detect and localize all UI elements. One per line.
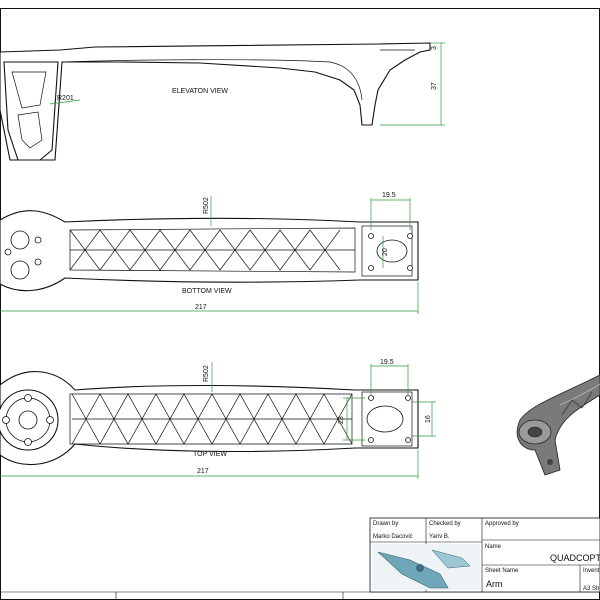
bottom-view-label: BOTTOM VIEW: [182, 288, 232, 295]
top-tab-hole: [366, 405, 404, 433]
top-tab: [361, 391, 413, 447]
top-tab-width: 19.5: [380, 359, 394, 366]
title-block: Drawn by Marko Dacović Checked by Yariv …: [369, 517, 600, 593]
top-mount-hole: [405, 437, 411, 443]
top-view: R502 19.5 23 16 217 TOP VIEW: [0, 359, 436, 479]
elevation-leg-cutout: [17, 111, 43, 149]
top-view-label: TOP VIEW: [193, 451, 227, 458]
top-hub-hole: [24, 438, 32, 446]
bottom-length: 217: [195, 304, 207, 311]
bottom-hub-hole: [10, 260, 30, 280]
top-length: 217: [197, 468, 209, 475]
elevation-view: R201 37 3 ELEVATON VIEW: [0, 42, 445, 161]
top-mount-hole: [368, 437, 374, 443]
top-end-height: 16: [425, 415, 432, 423]
approved-by-label: Approved by: [485, 521, 519, 527]
iso-arm-body: [516, 374, 600, 476]
elevation-radius: R201: [57, 95, 74, 102]
top-lattice: [71, 393, 353, 445]
top-hub-hole: [2, 416, 10, 424]
checked-by: Yariv B.: [429, 534, 450, 540]
bottom-hub-hole: [4, 248, 12, 256]
checked-by-label: Checked by: [429, 521, 461, 527]
elevation-curve: [61, 59, 363, 101]
bottom-tab-hole: [376, 239, 408, 263]
drawn-by-label: Drawn by: [373, 521, 398, 527]
bottom-mount-hole: [407, 233, 413, 239]
top-mount-hole: [405, 395, 411, 401]
top-outline: [0, 371, 419, 466]
render-thumbnail: [372, 544, 480, 590]
bottom-tab: [361, 225, 413, 277]
iso-lattice: [561, 391, 593, 416]
top-mount-hole: [368, 395, 374, 401]
bottom-mount-hole: [368, 233, 374, 239]
inventor-label: Invent: [583, 568, 600, 574]
sheet-frame: [0, 8, 600, 600]
thumbnail-arm: [377, 551, 449, 589]
elevation-thickness: 3: [431, 46, 438, 50]
drawn-by: Marko Dacović: [373, 534, 413, 540]
bottom-hub-hole: [34, 258, 42, 266]
thumbnail-hub: [416, 564, 424, 572]
elevation-leg: [3, 61, 59, 161]
bottom-radius: R502: [203, 197, 210, 214]
bottom-lattice-frame: [69, 227, 356, 273]
bottom-outline: [0, 210, 419, 292]
bottom-mount-hole: [407, 265, 413, 271]
elevation-height: 37: [431, 82, 438, 90]
elevation-leg-cutout: [11, 71, 47, 109]
bottom-hub-hole: [34, 236, 42, 244]
drawing-name: QUADCOPT: [550, 553, 600, 563]
top-hub-center: [18, 410, 38, 430]
top-radius: R502: [203, 365, 210, 382]
elevation-view-label: ELEVATON VIEW: [172, 88, 228, 95]
iso-lattice-highlight: [559, 383, 600, 406]
sheet-name: Arm: [486, 579, 503, 589]
name-label: Name: [485, 544, 502, 550]
bottom-lattice: [69, 229, 355, 271]
iso-motor-hole: [527, 426, 543, 438]
bottom-tab-width: 19.5: [382, 192, 396, 199]
thumbnail-part: [431, 549, 471, 569]
isometric-view: [516, 374, 600, 476]
sheet-name-label: Sheet Name: [485, 568, 519, 574]
bottom-tab-height: 20: [382, 248, 389, 256]
iso-leg-hole: [547, 459, 553, 465]
top-hub-hole: [24, 394, 32, 402]
elevation-radius-leader: [49, 99, 81, 105]
bottom-view: R502 19.5 20 217 BOTTOM VIEW: [0, 192, 419, 314]
bottom-mount-hole: [368, 265, 374, 271]
top-slot-height: 23: [338, 416, 345, 424]
bottom-hub-hole: [10, 230, 30, 250]
sheet-size: A3 Sh: [583, 586, 599, 592]
top-hub-hole: [46, 416, 54, 424]
